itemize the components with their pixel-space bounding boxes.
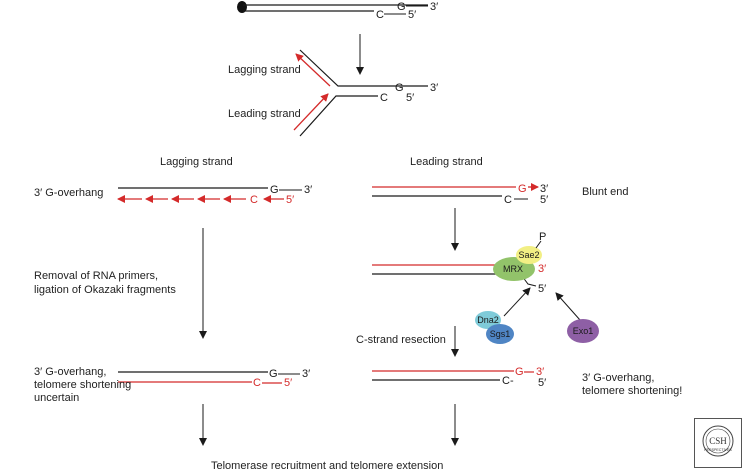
resected-5prime-label: 5′ <box>538 377 546 389</box>
final-step-label: Telomerase recruitment and telomere exte… <box>211 460 444 472</box>
overhang-bottom-right-line2: telomere shortening! <box>582 385 683 397</box>
resected-leading-product <box>372 370 534 381</box>
lag-c-label: C <box>250 194 258 206</box>
blunt-end-label: Blunt end <box>582 186 629 198</box>
dna2-label: Dna2 <box>477 315 499 325</box>
mrx-complex <box>372 240 542 287</box>
lead-g-label: G <box>518 183 527 195</box>
ligated-lagging-product <box>118 371 300 384</box>
exo1-arrow <box>555 292 581 321</box>
overhang-left-label: 3′ G-overhang <box>34 187 104 199</box>
mrx-3prime-label: 3′ <box>538 263 546 275</box>
leading-column-heading: Leading strand <box>410 156 483 168</box>
logo-emblem: CSH PERSPECTIVES <box>702 425 734 457</box>
lag-3prime-label: 3′ <box>304 184 312 196</box>
removal-label-line1: Removal of RNA primers, <box>34 270 159 282</box>
mrx-5prime-label: 5′ <box>538 283 546 295</box>
sae2-protein <box>516 246 542 264</box>
chromosome-end-top <box>237 1 428 15</box>
lagging-product <box>117 187 302 203</box>
ligated-g-label: G <box>269 368 278 380</box>
leading-product <box>372 183 539 200</box>
ligated-5prime-label: 5′ <box>284 377 292 389</box>
exo1-label: Exo1 <box>573 326 594 336</box>
fork-c-label: C <box>380 92 388 104</box>
removal-label-line2: ligation of Okazaki fragments <box>34 284 176 296</box>
overhang-bottom-right-line1: 3′ G-overhang, <box>582 372 655 384</box>
dna2-sgs1-arrow <box>503 287 531 317</box>
overhang-bottom-left-line2: telomere shortening <box>34 379 132 391</box>
centromere-cap <box>237 1 247 13</box>
top-3prime-label: 3′ <box>430 1 438 13</box>
lead-c-label: C <box>504 194 512 206</box>
logo-subtext: PERSPECTIVES <box>704 448 732 452</box>
fork-3prime-label: 3′ <box>430 82 438 94</box>
resected-c-label: C- <box>502 375 514 387</box>
sgs1-label: Sgs1 <box>490 329 511 339</box>
exo1-protein <box>567 319 599 343</box>
phosphate-bond <box>535 240 542 249</box>
ligated-3prime-label: 3′ <box>302 368 310 380</box>
fork-g-label: G <box>395 82 404 94</box>
lead-5prime-label: 5′ <box>540 194 548 206</box>
mrx-label: MRX <box>503 264 523 274</box>
leading-rna-arrow <box>293 93 329 131</box>
sae2-label: Sae2 <box>518 250 539 260</box>
phosphate-label: P <box>539 231 546 243</box>
fork-5prime-label: 5′ <box>406 92 414 104</box>
resection-enzymes <box>475 287 599 344</box>
fork-upper-arm <box>299 49 428 87</box>
overhang-bottom-left-line1: 3′ G-overhang, <box>34 366 107 378</box>
fork-lower-arm <box>299 95 378 137</box>
lagging-column-heading: Lagging strand <box>160 156 233 168</box>
logo-text: CSH <box>709 436 727 446</box>
csh-perspectives-logo: CSH PERSPECTIVES <box>694 418 742 468</box>
fork-leading-label: Leading strand <box>228 108 301 120</box>
ligated-c-label: C <box>253 377 261 389</box>
fork-lagging-label: Lagging strand <box>228 64 301 76</box>
top-g-label: G <box>397 1 406 13</box>
dna2-protein <box>475 311 501 329</box>
lag-5prime-label: 5′ <box>286 194 294 206</box>
cstrand-resection-label: C-strand resection <box>356 334 446 346</box>
resected-g-label: G <box>515 366 524 378</box>
lagging-rna-arrow <box>295 53 331 87</box>
top-5prime-label: 5′ <box>408 9 416 21</box>
replication-fork <box>293 49 428 137</box>
lag-g-label: G <box>270 184 279 196</box>
sgs1-protein <box>486 324 514 344</box>
top-c-label: C <box>376 9 384 21</box>
lead-3prime-label: 3′ <box>540 183 548 195</box>
resected-3prime-label: 3′ <box>536 366 544 378</box>
overhang-bottom-left-line3: uncertain <box>34 392 80 404</box>
